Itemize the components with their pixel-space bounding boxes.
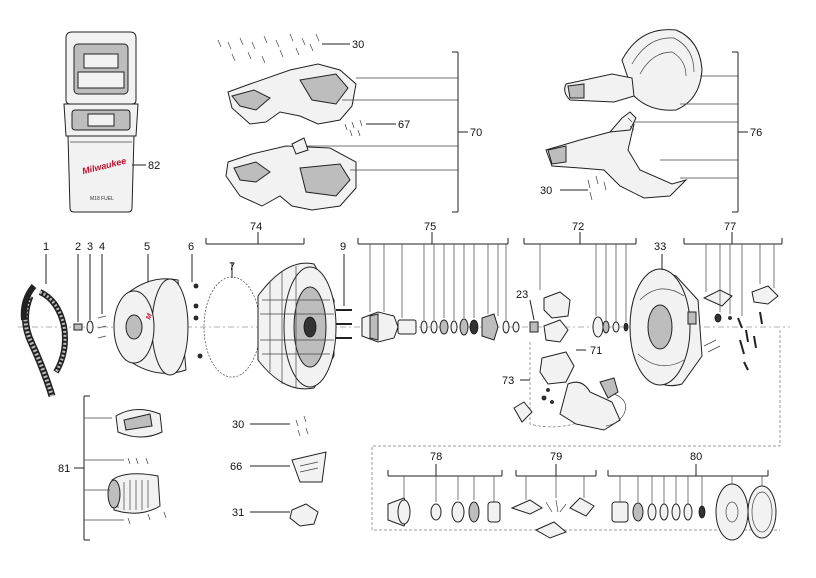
sleeve-parts-81: 81: [58, 395, 167, 541]
label-30-top: 30: [352, 39, 364, 51]
label-30-mid: 30: [232, 419, 244, 431]
screws-6: 6: [188, 241, 203, 359]
accessory-callout-outline: [371, 330, 781, 531]
front-cover-33: 33: [629, 241, 703, 387]
gearbox-assembly-72: 23 71 73 72: [502, 221, 637, 431]
accessory-kit-80: 80: [607, 451, 777, 541]
case-model-text: M18 FUEL: [90, 196, 114, 202]
label-78: 78: [430, 451, 442, 463]
label-73: 73: [502, 375, 514, 387]
label-79: 79: [550, 451, 562, 463]
label-plate-66: 66: [230, 451, 327, 483]
label-71: 71: [590, 345, 602, 357]
screw-set-30-top: 30: [217, 33, 364, 64]
label-81: 81: [58, 463, 70, 475]
hardware-kit-77: 77: [683, 221, 783, 371]
label-9: 9: [340, 241, 346, 253]
label-1: 1: [43, 241, 49, 253]
label-33: 33: [654, 241, 666, 253]
label-2: 2: [75, 241, 81, 253]
carrying-case: Milwaukee M18 FUEL 82: [63, 31, 160, 213]
label-82: 82: [148, 160, 160, 172]
label-31: 31: [232, 507, 244, 519]
accessory-kit-78: 78: [387, 451, 503, 527]
label-80: 80: [690, 451, 702, 463]
label-67: 67: [398, 119, 410, 131]
label-70: 70: [470, 127, 482, 139]
seal-ring-7: 7: [203, 261, 261, 378]
label-5: 5: [144, 241, 150, 253]
label-75: 75: [424, 221, 436, 233]
drum-5: M 5: [113, 241, 189, 376]
clip-31: 31: [232, 503, 319, 527]
screw-set-30-mid: 30: [232, 415, 309, 437]
label-76: 76: [750, 127, 762, 139]
label-66: 66: [230, 461, 242, 473]
label-77: 77: [724, 221, 736, 233]
label-7: 7: [229, 261, 235, 273]
handle-guard-76: 30 76: [540, 29, 762, 213]
label-74: 74: [250, 221, 262, 233]
drum-cage-74: 74: [205, 221, 337, 390]
accessory-kit-79: 79: [510, 451, 597, 539]
drive-assembly-75: 75: [357, 221, 520, 343]
label-3: 3: [87, 241, 93, 253]
label-30-right: 30: [540, 185, 552, 197]
cable-1: 1: [20, 241, 68, 398]
label-23: 23: [516, 289, 528, 301]
handle-housing-70: 67 70: [225, 51, 482, 213]
label-6: 6: [188, 241, 194, 253]
bolts-9: 9: [336, 241, 352, 339]
label-4: 4: [99, 241, 105, 253]
small-parts-2-3-4: 2 3 4: [73, 241, 107, 339]
svg-text:M: M: [145, 313, 154, 321]
label-72: 72: [572, 221, 584, 233]
